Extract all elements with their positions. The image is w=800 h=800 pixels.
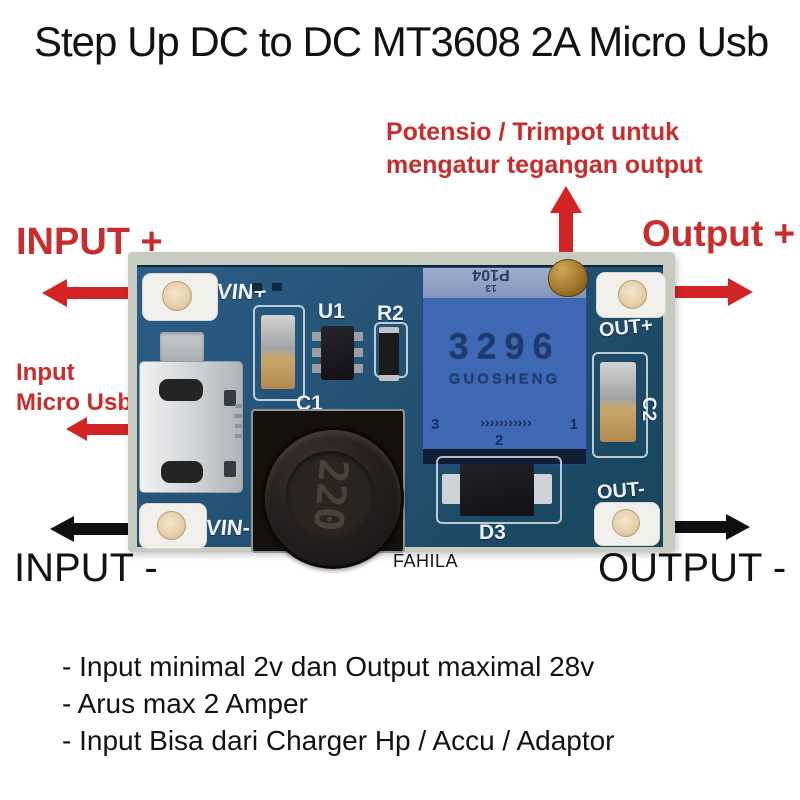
trimpot-dial-marks: ›››››››››››	[480, 414, 532, 430]
u1-leg	[312, 348, 322, 357]
r2-silk: R2	[377, 302, 404, 325]
c2-silk: C2	[638, 396, 660, 422]
usb-pin	[235, 434, 242, 438]
trimpot-note-line1: Potensio / Trimpot untuk	[386, 118, 680, 146]
input-minus-label: INPUT -	[14, 546, 158, 590]
r2-resistor	[379, 327, 399, 381]
trimpot-top-markings: 13 P104	[431, 266, 551, 293]
u1-leg	[353, 364, 363, 373]
c2-capacitor	[600, 362, 636, 442]
trimpot-screw	[548, 259, 588, 297]
u1-ic-chip	[321, 326, 354, 380]
d3-outline	[436, 456, 562, 524]
out-plus-hole	[618, 280, 647, 309]
u1-leg	[353, 332, 363, 341]
output-minus-label: OUTPUT -	[598, 546, 787, 590]
inductor: 220	[262, 427, 404, 569]
vin-minus-hole	[157, 511, 186, 540]
vin-minus-silk: VIN-	[204, 515, 252, 540]
trimpot-scale-3: 3	[431, 416, 440, 433]
inductor-core: 220	[286, 451, 374, 539]
usb-anchor-tab	[160, 332, 204, 362]
d3-diode	[460, 464, 534, 516]
trimpot-brand: GUOSHENG	[448, 371, 561, 388]
trimpot-scale-1: 1	[569, 416, 578, 433]
vin-plus-hole	[162, 281, 192, 311]
usb-tab	[224, 390, 236, 406]
trimpot-note-line2: mengatur tegangan output	[386, 151, 703, 179]
smd-dot	[272, 283, 282, 291]
out-minus-silk: OUT-	[596, 477, 646, 505]
inductor-marking: 220	[303, 457, 357, 533]
output-plus-label: Output +	[642, 213, 796, 254]
out-minus-hole	[612, 509, 640, 537]
c1-outline	[253, 305, 305, 401]
spec-line-2: - Arus max 2 Amper	[62, 688, 308, 719]
trimpot-model: 3296	[448, 326, 561, 367]
usb-pin	[235, 404, 242, 408]
input-usb-line1: Input	[16, 359, 75, 386]
trimpot-code: P104	[472, 266, 510, 283]
spec-line-1: - Input minimal 2v dan Output maximal 28…	[62, 651, 595, 682]
trimpot: 13 P104 3296 GUOSHENG 3 ››››››››››› 1 2	[422, 266, 587, 465]
u1-leg	[312, 332, 322, 341]
usb-pin	[235, 424, 242, 428]
trimpot-code2: 13	[485, 282, 497, 293]
usb-pin	[235, 414, 242, 418]
page-title: Step Up DC to DC MT3608 2A Micro Usb	[34, 18, 769, 65]
c2-outline	[592, 352, 648, 458]
spec-line-3: - Input Bisa dari Charger Hp / Accu / Ad…	[62, 725, 615, 756]
smd-dot	[252, 283, 262, 291]
c1-capacitor	[261, 315, 295, 389]
watermark: FAHILA	[393, 551, 459, 571]
usb-slot	[159, 379, 203, 401]
d3-silk: D3	[479, 521, 506, 544]
input-usb-line2: Micro Usb	[16, 389, 133, 416]
input-usb-label: Input Micro Usb	[16, 358, 132, 418]
micro-usb-connector	[139, 361, 243, 493]
usb-slot	[161, 461, 203, 483]
trimpot-note: Potensio / Trimpot untuk mengatur tegang…	[386, 116, 703, 182]
u1-leg	[353, 348, 363, 357]
trimpot-scale-2: 2	[495, 432, 504, 449]
usb-tab	[224, 461, 236, 477]
spec-list: - Input minimal 2v dan Output maximal 28…	[62, 648, 615, 759]
u1-leg	[312, 364, 322, 373]
u1-silk: U1	[318, 300, 345, 323]
